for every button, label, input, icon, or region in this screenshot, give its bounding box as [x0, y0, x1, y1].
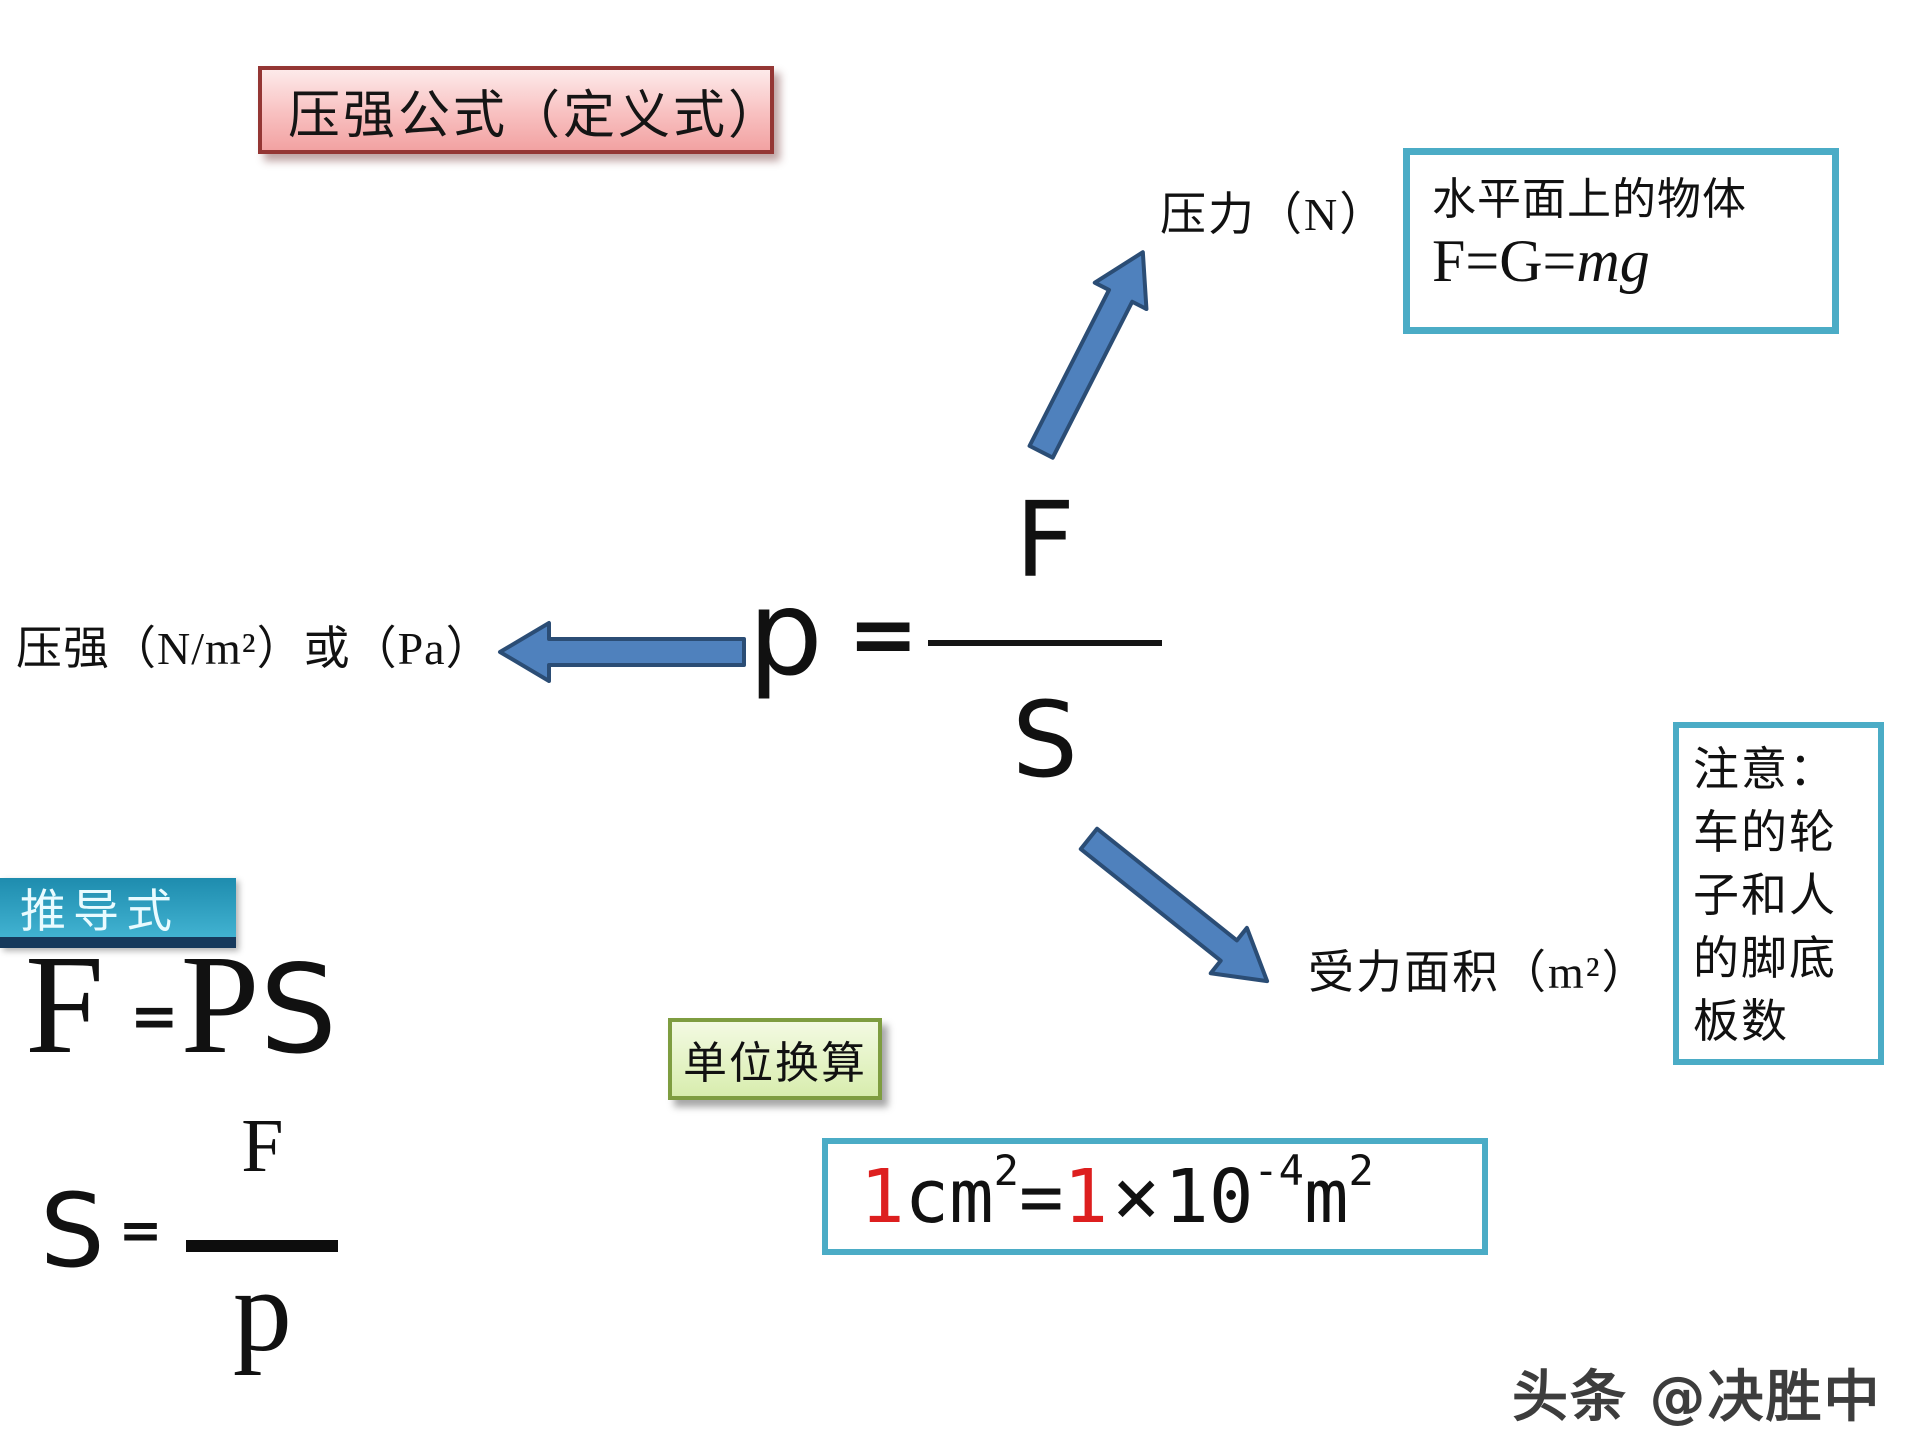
- note-line: 板数: [1693, 996, 1789, 1047]
- horizontal-object-note-box: 水平面上的物体 F=G=mg: [1403, 148, 1839, 334]
- unit-conversion-tab: 单位换算: [668, 1018, 882, 1100]
- df1-equals: =: [129, 982, 179, 1050]
- conv-base-ten: 10: [1164, 1153, 1254, 1240]
- note-line: 车的轮: [1693, 807, 1837, 858]
- weight-formula-prefix: F=G=: [1432, 228, 1577, 294]
- weight-formula-mg: mg: [1576, 228, 1650, 294]
- main-formula-lhs: p: [748, 564, 823, 702]
- note-line: 注意：: [1693, 744, 1837, 795]
- unit-conversion-tab-label: 单位换算: [683, 1039, 867, 1088]
- derived-formula-f-equals-ps: F = P S: [25, 933, 337, 1075]
- force-unit-label: 压力（N）: [1160, 189, 1388, 240]
- conv-equals: =: [1018, 1153, 1064, 1240]
- df2-lhs: S: [40, 1172, 105, 1291]
- multiply-sign: ×: [1112, 1150, 1161, 1243]
- pressure-arrow-icon: [498, 621, 746, 683]
- main-formula-equals: =: [848, 585, 919, 683]
- force-arrow-icon: [1027, 250, 1149, 460]
- note-box: 注意： 车的轮 子和人 的脚底 板数: [1673, 722, 1884, 1065]
- df1-lhs: F: [25, 925, 104, 1083]
- derived-formula-tab-label: 推导式: [20, 885, 179, 937]
- derived-formula-tab: 推导式: [0, 878, 236, 948]
- area-arrow-icon: [1078, 826, 1270, 984]
- main-formula-numerator: F: [1015, 479, 1075, 601]
- pressure-unit-label: 压强（N/m²）或（Pa）: [16, 623, 493, 674]
- conv-digit-2: 1: [1063, 1153, 1109, 1240]
- df2-denominator: p: [232, 1245, 292, 1376]
- watermark: 头条 @决胜中考: [1512, 1365, 1882, 1430]
- derived-formula-s-equals-f-over-p: S = F p: [40, 1104, 339, 1376]
- weight-formula: F=G=mg: [1432, 227, 1832, 296]
- conv-digit-1: 1: [860, 1153, 905, 1240]
- conv-m-exponent: 2: [1348, 1146, 1374, 1195]
- df2-numerator: F: [241, 1104, 284, 1188]
- conv-m: m: [1303, 1153, 1349, 1240]
- df2-equals: =: [118, 1201, 163, 1261]
- df1-rhs-s: S: [259, 939, 338, 1081]
- df2-fraction: F p: [186, 1104, 339, 1376]
- fraction-bar: [186, 1240, 339, 1252]
- main-formula-denominator: S: [1011, 679, 1078, 801]
- df1-rhs-p: P: [180, 925, 260, 1083]
- main-formula-fraction: F S: [928, 488, 1162, 792]
- note-line: 子和人: [1693, 870, 1837, 921]
- horizontal-object-text: 水平面上的物体: [1432, 175, 1747, 224]
- conv-exponent: -4: [1253, 1146, 1304, 1195]
- area-unit-label: 受力面积（m²）: [1308, 947, 1650, 998]
- title-box: 压强公式（定义式）: [258, 66, 784, 154]
- conv-cm: cm: [904, 1153, 994, 1240]
- title-box-label: 压强公式（定义式）: [288, 87, 784, 145]
- note-line: 的脚底: [1693, 933, 1837, 984]
- conv-cm-exponent: 2: [993, 1146, 1019, 1195]
- fraction-bar: [928, 640, 1162, 646]
